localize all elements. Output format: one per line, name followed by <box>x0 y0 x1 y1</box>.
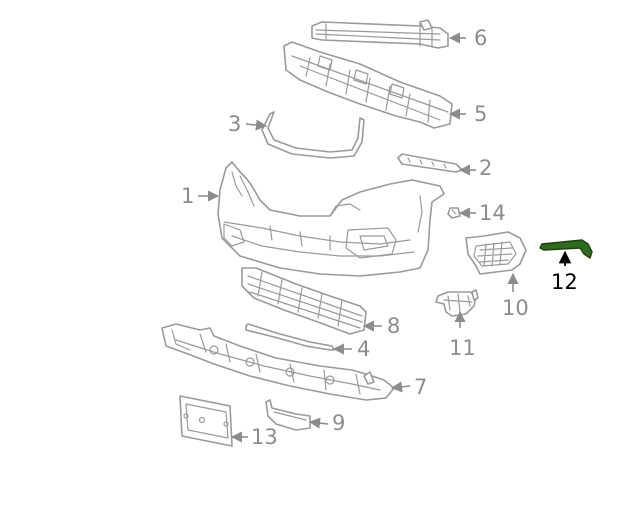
part-3-trim-strip[interactable] <box>261 111 365 159</box>
part-4-moulding[interactable] <box>245 323 335 351</box>
callout-6: 6 <box>474 26 488 50</box>
callout-4: 4 <box>357 337 371 361</box>
callout-8: 8 <box>387 314 401 338</box>
part-1-bumper-fascia[interactable] <box>217 161 445 277</box>
callout-9: 9 <box>332 411 346 435</box>
callout-1: 1 <box>181 184 195 208</box>
callout-14: 14 <box>479 201 506 225</box>
part-6-reinforcement-beam[interactable] <box>311 19 449 49</box>
leader-7 <box>390 381 411 393</box>
part-10-fog-lamp-bezel[interactable] <box>465 231 527 275</box>
callout-12: 12 <box>551 270 578 294</box>
part-8-lower-grille[interactable] <box>241 267 367 335</box>
callout-11: 11 <box>449 336 476 360</box>
callout-7: 7 <box>414 375 428 399</box>
part-5-energy-absorber[interactable] <box>283 41 453 129</box>
callout-13: 13 <box>251 425 278 449</box>
part-7-undertray[interactable] <box>161 323 395 401</box>
part-2-bracket[interactable] <box>397 153 463 173</box>
callout-3: 3 <box>228 112 242 136</box>
leader-9 <box>308 417 329 429</box>
callout-10: 10 <box>502 296 529 320</box>
callout-2: 2 <box>479 156 493 180</box>
part-13-license-plate-bracket[interactable] <box>179 395 233 447</box>
part-12-bracket-highlighted[interactable] <box>539 239 593 259</box>
leader-3 <box>245 119 268 131</box>
part-11-sensor-bracket[interactable] <box>435 289 479 317</box>
callout-5: 5 <box>474 102 488 126</box>
part-14-clip[interactable] <box>447 207 461 219</box>
leader-lines <box>198 32 572 443</box>
